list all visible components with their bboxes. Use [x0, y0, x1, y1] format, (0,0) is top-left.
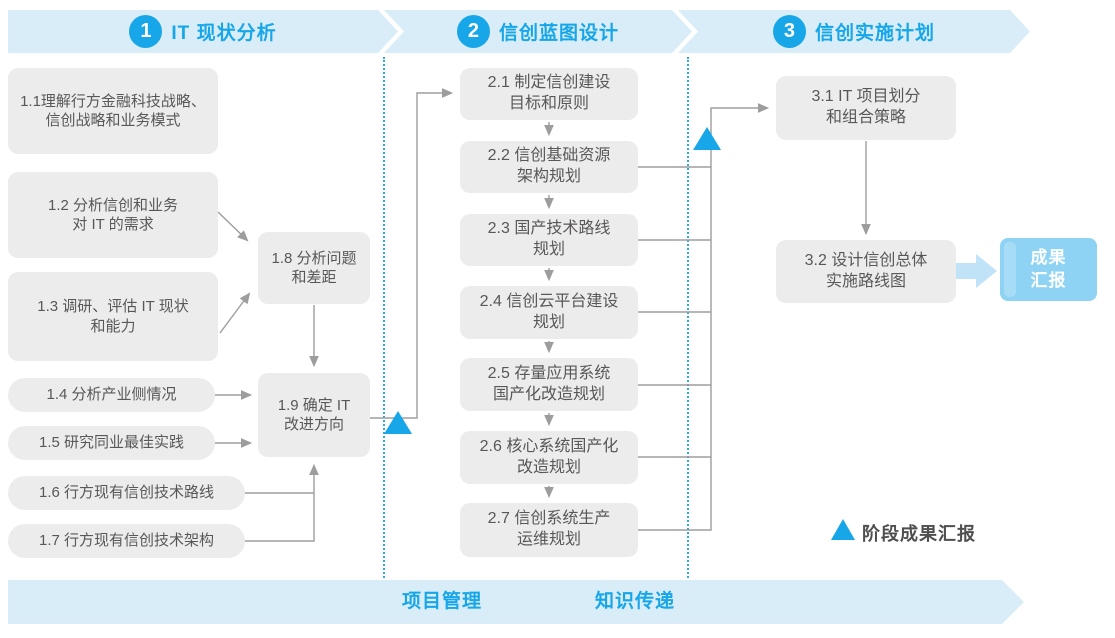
- result-report-box: 成果 汇报: [1000, 238, 1097, 301]
- result-box-stripe: [1004, 242, 1016, 297]
- task-box-1-2: 1.2 分析信创和业务 对 IT 的需求: [8, 172, 218, 258]
- task-box-2-4: 2.4 信创云平台建设 规划: [460, 286, 638, 339]
- task-box-3-2: 3.2 设计信创总体 实施路线图: [776, 240, 956, 303]
- phase-3-banner: 3 信创实施计划: [678, 10, 1030, 53]
- task-box-2-2: 2.2 信创基础资源 架构规划: [460, 141, 638, 193]
- task-box-2-3: 2.3 国产技术路线 规划: [460, 214, 638, 266]
- bottom-banner: 项目管理 知识传递: [8, 580, 1024, 624]
- task-box-1-6: 1.6 行方现有信创技术路线: [8, 476, 245, 510]
- task-box-1-7: 1.7 行方现有信创技术架构: [8, 524, 245, 558]
- phase-1-banner: 1 IT 现状分析: [8, 10, 398, 53]
- phase-2-banner: 2 信创蓝图设计: [384, 10, 692, 53]
- result-report-label: 成果 汇报: [1030, 247, 1067, 290]
- task-box-3-1: 3.1 IT 项目划分 和组合策略: [776, 76, 956, 140]
- phase-2-title: 信创蓝图设计: [498, 23, 619, 44]
- task-box-2-1: 2.1 制定信创建设 目标和原则: [460, 68, 638, 120]
- footer-label-knowledge-transfer: 知识传递: [595, 591, 676, 612]
- phase-1-title: IT 现状分析: [171, 23, 277, 44]
- phase-3-title: 信创实施计划: [814, 23, 935, 44]
- task-box-2-6: 2.6 核心系统国产化 改造规划: [460, 431, 638, 484]
- milestone-triangle-icon: [693, 127, 721, 150]
- task-box-1-8: 1.8 分析问题 和差距: [258, 232, 370, 304]
- task-box-1-1: 1.1理解行方金融科技战略、 信创战略和业务模式: [8, 68, 218, 154]
- legend-label: 阶段成果汇报: [862, 524, 976, 544]
- phase-1-number-badge: 1: [129, 15, 162, 48]
- footer-label-project-management: 项目管理: [402, 591, 483, 612]
- task-box-2-7: 2.7 信创系统生产 运维规划: [460, 503, 638, 557]
- deliverable-arrow: [956, 254, 997, 288]
- task-box-1-5: 1.5 研究同业最佳实践: [8, 426, 215, 460]
- task-box-1-9: 1.9 确定 IT 改进方向: [258, 373, 370, 457]
- phase-2-number-badge: 2: [457, 15, 490, 48]
- task-box-1-4: 1.4 分析产业侧情况: [8, 378, 215, 412]
- phase-divider-1: [383, 57, 385, 578]
- task-box-2-5: 2.5 存量应用系统 国产化改造规划: [460, 358, 638, 411]
- milestone-triangle-icon: [384, 411, 412, 434]
- legend-triangle-icon: [831, 519, 855, 540]
- task-box-1-3: 1.3 调研、评估 IT 现状 和能力: [8, 272, 218, 361]
- phase-divider-2: [687, 57, 689, 578]
- phase-3-number-badge: 3: [773, 15, 806, 48]
